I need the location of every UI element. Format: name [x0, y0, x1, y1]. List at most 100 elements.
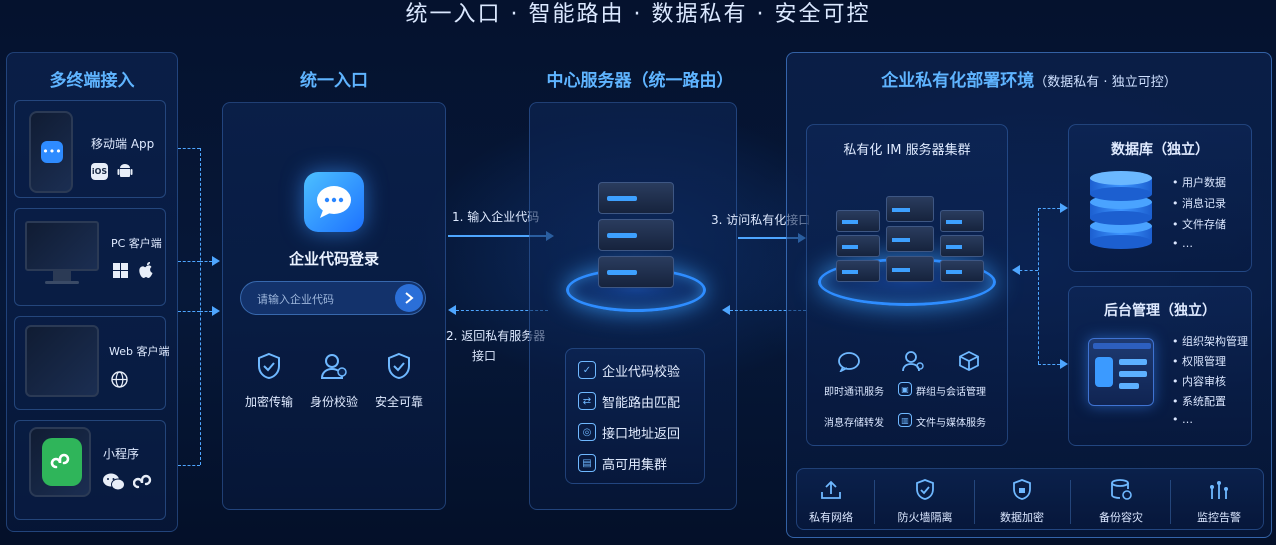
step2-arrow-icon — [448, 305, 456, 315]
routing-icon: ⇄ — [578, 392, 596, 410]
server-rack-icon-right — [940, 210, 984, 282]
cluster-service-4: 文件与媒体服务 — [916, 418, 986, 429]
chat-app-logo-icon — [304, 172, 364, 232]
admin-item-5: • … — [1172, 413, 1193, 426]
infra-separator-2 — [974, 480, 975, 524]
center-function-3: 接口地址返回 — [602, 427, 681, 442]
enterprise-title: 企业私有化部署环境（数据私有 · 独立可控） — [786, 66, 1272, 91]
db-item-2-text: 消息记录 — [1182, 197, 1226, 210]
database-cylinder-icon — [1090, 171, 1152, 249]
infra-private-network: 私有网络 — [796, 468, 866, 530]
infra-separator-4 — [1170, 480, 1171, 524]
windows-icon — [113, 263, 128, 278]
admin-dashboard-icon — [1088, 338, 1154, 406]
security-shield-icon — [388, 352, 410, 380]
firewall-shield-icon — [916, 479, 934, 500]
globe-icon — [111, 371, 128, 388]
client-pc-card[interactable]: PC 客户端 — [14, 208, 166, 306]
return-arrow-icon — [722, 305, 730, 315]
group-session-icon: ▣ — [898, 382, 912, 396]
android-icon — [117, 164, 133, 177]
connector-db-admin-vertical — [1038, 208, 1039, 364]
center-title: 中心服务器（统一路由） — [546, 71, 734, 91]
db-item-4: • … — [1172, 237, 1193, 250]
entry-title: 统一入口 — [300, 71, 368, 91]
db-item-3: • 文件存储 — [1172, 218, 1226, 231]
admin-item-2: • 权限管理 — [1172, 355, 1226, 368]
center-function-4: 高可用集群 — [602, 458, 668, 473]
arrow-to-entry-2 — [212, 306, 220, 316]
page-title: 统一入口 · 智能路由 · 数据私有 · 安全可控 — [405, 2, 871, 27]
admin-item-2-text: 权限管理 — [1182, 355, 1226, 368]
client-mobile-card[interactable]: ••• 移动端 App iOS — [14, 100, 166, 198]
client-web-card[interactable]: Web 客户端 — [14, 316, 170, 410]
client-label-mobile: 移动端 App — [91, 137, 155, 151]
group-users-icon — [902, 351, 924, 372]
feature-identity: 身份校验 — [310, 395, 359, 409]
admin-item-3: • 内容审核 — [1172, 375, 1226, 388]
chat-service-icon — [838, 352, 860, 372]
desktop-monitor-icon — [25, 221, 99, 271]
db-item-1-text: 用户数据 — [1182, 176, 1226, 189]
step1-label: 1. 输入企业代码 — [452, 210, 540, 224]
center-function-1: 企业代码校验 — [602, 365, 681, 380]
feature-encryption: 加密传输 — [245, 395, 294, 409]
connector-mobile — [178, 148, 200, 149]
step3-line — [738, 237, 798, 239]
infra-monitoring: 监控告警 — [1178, 468, 1260, 530]
input-placeholder: 请输入企业代码 — [257, 293, 334, 306]
connector-web — [178, 311, 200, 312]
server-rack-icon-left — [836, 210, 880, 282]
step3-label: 3. 访问私有化接口 — [711, 213, 811, 227]
submit-button[interactable] — [395, 284, 423, 312]
phone-device-icon: ••• — [29, 111, 73, 193]
network-upload-icon — [821, 480, 841, 499]
wechat-icon — [103, 473, 125, 491]
encryption-lock-icon — [1013, 479, 1031, 500]
infra-encryption: 数据加密 — [982, 468, 1062, 530]
admin-item-1: • 组织架构管理 — [1172, 335, 1248, 348]
server-rack-icon-center — [886, 196, 934, 284]
ios-icon: iOS — [91, 163, 108, 180]
client-label-pc: PC 客户端 — [111, 237, 162, 250]
cube-storage-icon — [959, 350, 979, 372]
infra-label-2: 防火墙隔离 — [897, 511, 953, 524]
user-verify-icon — [320, 354, 347, 379]
encryption-shield-icon — [258, 352, 280, 380]
infra-separator-3 — [1070, 480, 1071, 524]
step2-label-line1: 2. 返回私有服务器 — [446, 329, 546, 343]
cluster-service-3: 消息存储转发 — [824, 418, 884, 429]
db-item-4-text: … — [1182, 237, 1193, 250]
enterprise-subtitle: （数据私有 · 独立可控） — [1034, 75, 1177, 90]
connector-vertical — [200, 148, 201, 465]
infra-label-1: 私有网络 — [809, 511, 853, 524]
connector-to-entry-1 — [200, 261, 212, 262]
client-miniprogram-card[interactable]: 小程序 — [14, 420, 166, 520]
miniprogram-device-icon — [29, 427, 91, 497]
cluster-icon: ▤ — [578, 454, 596, 472]
miniprogram-logo-icon — [133, 474, 152, 489]
infra-separator-1 — [874, 480, 875, 524]
client-label-web: Web 客户端 — [109, 345, 170, 358]
client-label-miniprogram: 小程序 — [103, 447, 140, 461]
connector-cluster-arrow-icon — [1012, 265, 1020, 275]
address-icon: ◎ — [578, 423, 596, 441]
return-line — [730, 310, 806, 311]
infra-firewall: 防火墙隔离 — [882, 468, 968, 530]
arrow-to-entry-1 — [212, 256, 220, 266]
arrow-to-admin-icon — [1060, 359, 1068, 369]
db-item-1: • 用户数据 — [1172, 176, 1226, 189]
database-title: 数据库（独立） — [1111, 142, 1209, 158]
connector-to-admin — [1038, 364, 1060, 365]
im-cluster-title: 私有化 IM 服务器集群 — [843, 143, 971, 158]
admin-item-1-text: 组织架构管理 — [1182, 335, 1248, 348]
feature-secure: 安全可靠 — [375, 395, 424, 409]
admin-item-4-text: 系统配置 — [1182, 395, 1226, 408]
apple-icon — [139, 262, 153, 278]
admin-item-3-text: 内容审核 — [1182, 375, 1226, 388]
step1-line — [448, 235, 546, 237]
enterprise-code-input[interactable]: 请输入企业代码 — [240, 281, 426, 315]
arrow-to-db-icon — [1060, 203, 1068, 213]
connector-to-entry-2 — [200, 311, 212, 312]
cluster-service-1: 即时通讯服务 — [824, 387, 884, 398]
